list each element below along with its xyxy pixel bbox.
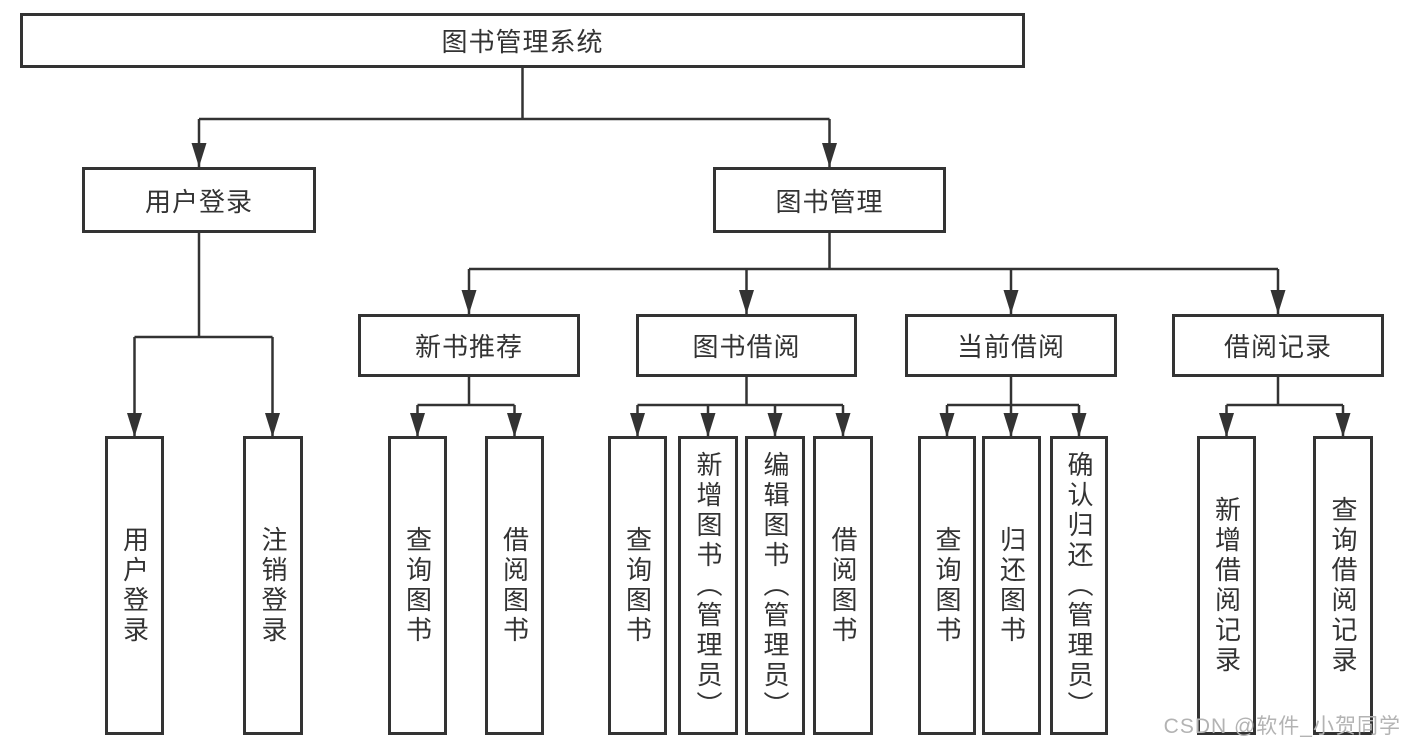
node-label: 图书管理: [775, 186, 884, 217]
node-label: 确认归还（管理员）: [1064, 450, 1094, 721]
node-label: 查询图书: [402, 525, 433, 646]
node-label: 借阅图书: [828, 525, 858, 646]
node-book-management: 图书管理: [713, 167, 946, 233]
node-confirm-return-admin: 确认归还（管理员）: [1050, 436, 1108, 735]
node-label: 查询图书: [932, 525, 962, 646]
node-library-system: 图书管理系统: [20, 13, 1025, 68]
node-borrowing-records: 借阅记录: [1172, 314, 1384, 377]
node-label: 新书推荐: [414, 332, 523, 362]
node-label: 新增借阅记录: [1211, 495, 1242, 676]
node-label: 当前借阅: [956, 332, 1065, 362]
node-query-books-2: 查询图书: [608, 436, 667, 735]
connector-root-trunk: [199, 68, 830, 121]
node-label: 查询图书: [622, 525, 653, 646]
node-return-books: 归还图书: [982, 436, 1041, 735]
connector-borrow-records-trunk: [1226, 377, 1343, 407]
node-label: 图书借阅: [692, 332, 801, 362]
node-label: 图书管理系统: [441, 27, 604, 57]
node-label: 编辑图书（管理员）: [760, 450, 790, 721]
node-label: 新增图书（管理员）: [693, 450, 723, 721]
node-query-borrow-record: 查询借阅记录: [1313, 436, 1373, 735]
node-query-books-1: 查询图书: [388, 436, 447, 735]
node-label: 借阅图书: [499, 525, 530, 646]
node-logout-leaf: 注销登录: [243, 436, 303, 735]
node-current-borrowing: 当前借阅: [905, 314, 1117, 377]
node-label: 用户登录: [119, 525, 150, 646]
node-user-login: 用户登录: [82, 167, 316, 233]
connector-book-management-trunk: [469, 233, 1278, 271]
node-edit-book-admin: 编辑图书（管理员）: [745, 436, 805, 735]
node-borrow-books-1: 借阅图书: [485, 436, 544, 735]
connector-new-book-trunk: [417, 377, 515, 407]
node-label: 用户登录: [144, 186, 253, 217]
node-add-book-admin: 新增图书（管理员）: [678, 436, 738, 735]
node-borrow-books-2: 借阅图书: [813, 436, 873, 735]
node-book-borrowing: 图书借阅: [636, 314, 857, 377]
node-query-books-3: 查询图书: [918, 436, 976, 735]
node-label: 归还图书: [996, 525, 1027, 646]
node-label: 借阅记录: [1223, 332, 1332, 362]
node-label: 注销登录: [258, 525, 288, 646]
connector-user-login-trunk: [134, 233, 273, 339]
node-new-book-recommendation: 新书推荐: [358, 314, 580, 377]
node-add-borrow-record: 新增借阅记录: [1197, 436, 1256, 735]
csdn-watermark: CSDN @软件_小贺同学: [1163, 715, 1401, 738]
connector-current-borrowing-trunk: [947, 377, 1079, 407]
connector-book-borrowing-trunk: [637, 377, 843, 407]
node-user-login-leaf: 用户登录: [105, 436, 164, 735]
node-label: 查询借阅记录: [1328, 495, 1358, 676]
